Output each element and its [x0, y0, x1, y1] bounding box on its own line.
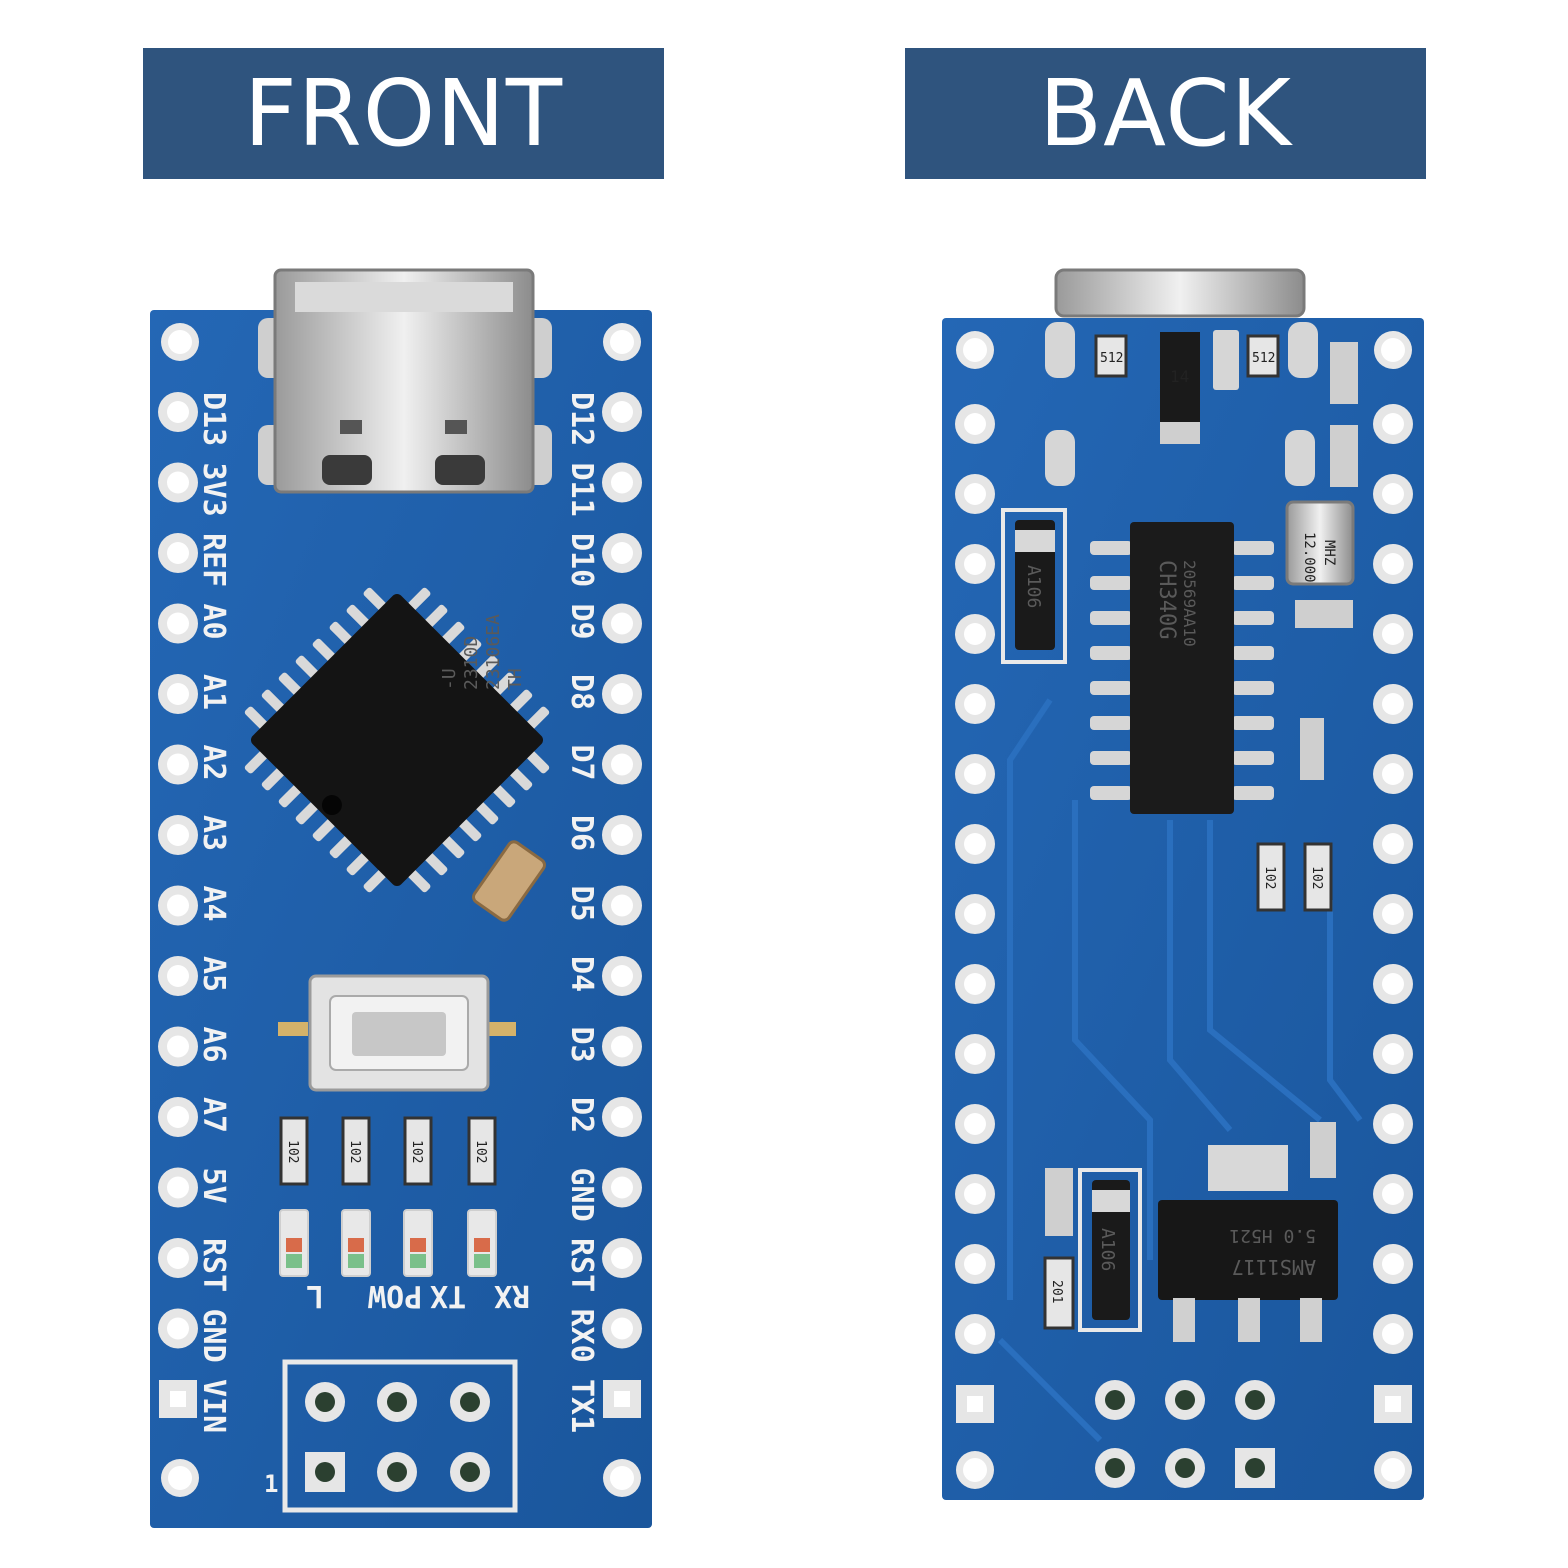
mcu-mark-1: -U — [439, 668, 460, 690]
mcu-mark-2: 2310D — [461, 636, 482, 690]
front-right-pin-label: D4 — [564, 956, 599, 992]
resistor-code: 102 — [347, 1140, 362, 1163]
front-right-pin-label: D9 — [564, 604, 599, 640]
front-icsp-header: 1 — [264, 1359, 518, 1513]
resistor — [279, 1116, 309, 1186]
front-right-pin-label: RST — [564, 1238, 599, 1292]
back-mid-resistors: 102 102 — [1256, 718, 1333, 912]
led-label: L — [306, 1278, 324, 1313]
resistor-code: 102 — [409, 1140, 424, 1163]
back-mounting-holes — [956, 331, 1412, 1489]
led-label: TX — [430, 1278, 466, 1313]
front-right-pin-label: D3 — [564, 1027, 599, 1063]
front-resonator — [472, 840, 546, 922]
resistor — [467, 1116, 497, 1186]
front-left-pin-label: A0 — [196, 604, 231, 640]
back-board: 512 14 512 12.000 MHZ — [942, 268, 1424, 1500]
front-right-pin-label: TX1 — [564, 1379, 599, 1433]
front-mounting-holes — [161, 323, 641, 1497]
front-pin-pads — [158, 392, 642, 1418]
front-heading-text: FRONT — [243, 60, 564, 167]
front-right-pin-label: D5 — [564, 886, 599, 922]
transistor-mark: 14 — [1170, 367, 1189, 386]
ch340g-chip: CH340G 20569AA10 — [1090, 522, 1274, 814]
front-resistors: 102 102 102 102 — [279, 1116, 497, 1186]
front-right-pin-label: D12 — [564, 392, 599, 446]
front-left-pin-label: 3V3 — [196, 463, 231, 517]
back-bottom-parts: 201 A106 — [1043, 1122, 1336, 1332]
diode-bottom-code: A106 — [1097, 1228, 1118, 1271]
front-right-pin-label: D11 — [564, 463, 599, 517]
back-heading-text: BACK — [1038, 60, 1292, 167]
back-icsp-header — [1095, 1380, 1275, 1488]
front-left-pin-label: A2 — [196, 745, 231, 781]
resistor-code: 102 — [473, 1140, 488, 1163]
front-left-pin-label: A7 — [196, 1097, 231, 1133]
front-left-pin-label: GND — [196, 1309, 231, 1363]
back-usb-c-connector — [1054, 268, 1306, 318]
diode-top: A106 — [1001, 508, 1067, 664]
crystal-unit: MHZ — [1321, 540, 1337, 565]
back-top-parts: 512 14 512 — [1045, 322, 1358, 487]
front-left-pin-label: REF — [196, 533, 231, 587]
front-mcu-chip — [244, 587, 550, 893]
mcu-mark-4: TH — [505, 668, 526, 690]
front-usb-c-connector — [258, 268, 552, 494]
back-res-top-1: 512 — [1100, 351, 1123, 366]
front-right-pin-label: D6 — [564, 815, 599, 851]
back-res-top-2: 512 — [1252, 351, 1275, 366]
front-pcb — [150, 310, 652, 1528]
front-left-pin-label: 5V — [196, 1168, 231, 1204]
front-right-pin-label: D2 — [564, 1097, 599, 1133]
mcu-mark-3: 23106EA — [483, 614, 504, 690]
back-res-bottom: 201 — [1049, 1280, 1064, 1303]
front-left-pin-label: A1 — [196, 674, 231, 710]
front-left-pin-label: A5 — [196, 956, 231, 992]
front-left-pin-label: RST — [196, 1238, 231, 1292]
crystal-freq: 12.000 — [1301, 532, 1317, 583]
icsp-pin1-label: 1 — [264, 1470, 278, 1498]
ch340-code: 20569AA10 — [1180, 560, 1199, 647]
regulator-name: AMS1117 — [1232, 1255, 1316, 1279]
front-right-pin-label: D8 — [564, 674, 599, 710]
led-label: RX — [494, 1278, 530, 1313]
front-heading: FRONT — [143, 48, 664, 179]
resistor — [403, 1116, 433, 1186]
ams1117-regulator: AMS1117 5.0 H521 — [1158, 1145, 1338, 1342]
front-left-pin-label: D13 — [196, 392, 231, 446]
front-right-pin-label: GND — [564, 1168, 599, 1222]
diode-top-code: A106 — [1023, 565, 1044, 608]
back-heading: BACK — [905, 48, 1426, 179]
front-right-pin-label: D10 — [564, 533, 599, 587]
mcu-marking: -U 2310D 23106EA TH — [439, 614, 526, 690]
front-right-pin-label: RX0 — [564, 1309, 599, 1363]
back-pin-pads — [955, 404, 1413, 1423]
front-left-pin-label: A3 — [196, 815, 231, 851]
reset-button — [278, 974, 516, 1092]
back-res-mid-2: 102 — [1309, 866, 1324, 889]
ch340-name: CH340G — [1154, 560, 1179, 639]
front-left-pin-label: VIN — [196, 1379, 231, 1433]
front-left-pin-label: A6 — [196, 1027, 231, 1063]
back-res-mid-1: 102 — [1262, 866, 1277, 889]
led-label: POW — [367, 1278, 422, 1313]
back-traces — [997, 698, 1363, 1443]
crystal-12mhz: 12.000 MHZ — [1285, 500, 1355, 628]
front-left-pin-label: A4 — [196, 886, 231, 922]
front-leds — [279, 1209, 497, 1277]
resistor-code: 102 — [285, 1140, 300, 1163]
front-right-pin-label: D7 — [564, 745, 599, 781]
resistor — [341, 1116, 371, 1186]
regulator-code: 5.0 H521 — [1229, 1225, 1316, 1246]
